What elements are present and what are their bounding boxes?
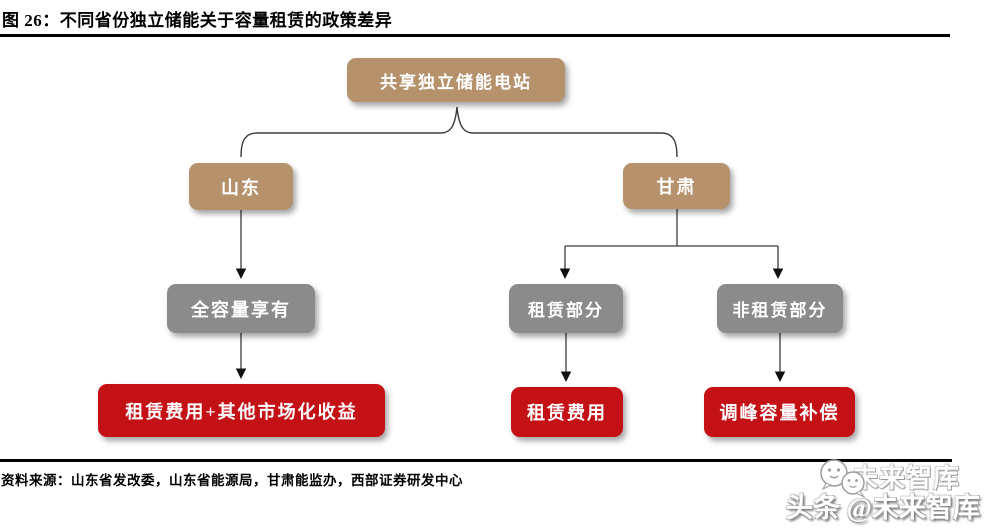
node-full-capacity: 全容量享有 <box>167 284 315 333</box>
connector-gansu-split <box>565 209 778 247</box>
source-divider <box>0 459 952 462</box>
brace-connector <box>240 106 678 158</box>
source-note: 资料来源：山东省发改委，山东省能源局，甘肃能监办，西部证券研发中心 <box>1 473 463 488</box>
node-peak-capacity-compensation: 调峰容量补偿 <box>704 387 855 437</box>
watermark-ghost-text: 未来智库 <box>852 464 961 493</box>
node-province-shandong: 山东 <box>189 163 293 210</box>
node-leased-part: 租赁部分 <box>509 284 623 333</box>
figure-title: 图 26：不同省份独立储能关于容量租赁的政策差异 <box>2 11 393 30</box>
node-lease-fee: 租赁费用 <box>511 387 623 437</box>
node-shared-storage-station: 共享独立储能电站 <box>347 58 565 102</box>
watermark: 未来智库 头条 @未来智库 <box>786 456 990 528</box>
watermark-main-text: 头条 @未来智库 <box>786 493 980 523</box>
node-lease-fee-plus-market-revenue: 租赁费用+其他市场化收益 <box>98 384 385 437</box>
node-non-leased-part: 非租赁部分 <box>717 284 843 333</box>
title-divider <box>0 34 950 37</box>
toutiao-logo-icon <box>820 459 866 499</box>
node-province-gansu: 甘肃 <box>623 163 730 209</box>
